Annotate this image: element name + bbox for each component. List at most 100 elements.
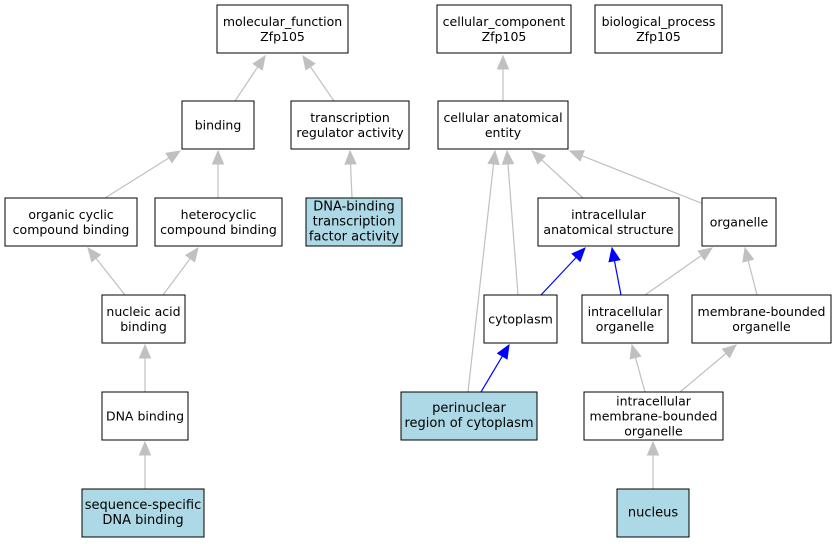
edge-imbo-to-mbo <box>679 344 737 393</box>
edge-arrowhead <box>742 246 755 263</box>
term-label-line: binding <box>120 319 167 334</box>
term-label-line: DNA binding <box>102 513 183 528</box>
edge-line <box>234 66 259 102</box>
term-label-line: membrane-bounded <box>698 304 826 319</box>
term-label-line: DNA-binding <box>313 200 395 215</box>
edge-line <box>467 163 495 393</box>
edge-prc-to-cae <box>467 149 500 393</box>
term-label-line: intracellular <box>588 304 664 319</box>
edge-arrowhead <box>165 150 182 164</box>
term-box <box>400 391 538 441</box>
edge-arrowhead <box>496 343 510 360</box>
term-box <box>437 100 569 150</box>
edge-org-to-cae <box>568 150 707 206</box>
edge-dbtfa-to-tra <box>344 149 357 199</box>
term-label-line: compound binding <box>160 222 277 237</box>
edges-layer <box>87 54 758 489</box>
edge-nab-to-hcb <box>162 246 199 296</box>
term-label-line: organelle <box>624 424 683 439</box>
term-box <box>216 4 349 54</box>
term-box <box>81 488 205 538</box>
term-label-line: regulator activity <box>296 125 404 140</box>
edge-arrowhead <box>501 149 515 165</box>
edge-arrowhead <box>138 343 152 359</box>
term-label-line: organelle <box>596 319 655 334</box>
term-label-line: heterocyclic <box>181 207 257 222</box>
term-label-line: binding <box>195 118 242 133</box>
edge-line <box>480 355 503 393</box>
edge-ocb-to-binding <box>104 150 182 199</box>
edge-line <box>95 257 126 296</box>
edge-line <box>581 155 707 206</box>
term-label-line: transcription <box>310 110 390 125</box>
edge-line <box>540 257 577 296</box>
term-label-line: molecular_function <box>223 14 342 29</box>
edge-arrowhead <box>697 247 714 261</box>
edge-arrowhead <box>608 246 621 263</box>
term-label-line: anatomical structure <box>543 222 673 237</box>
edge-arrowhead <box>252 54 266 71</box>
term-node-cyto[interactable]: cytoplasm <box>483 294 558 344</box>
edge-tra-to-mf <box>302 54 335 102</box>
term-label-line: cellular anatomical <box>443 110 562 125</box>
term-node-nuc[interactable]: nucleus <box>616 488 690 538</box>
edge-line <box>162 258 191 296</box>
edge-cae-to-cc <box>496 54 510 101</box>
term-label-line: cytoplasm <box>488 312 553 327</box>
edge-arrowhead <box>571 247 586 263</box>
term-label-line: region of cytoplasm <box>404 416 533 431</box>
term-label-line: organelle <box>732 319 791 334</box>
term-label-line: perinuclear <box>432 401 506 416</box>
edge-line <box>507 163 519 296</box>
term-box <box>4 197 138 247</box>
term-label-line: intracellular <box>571 207 647 222</box>
term-box <box>101 294 186 344</box>
edge-arrowhead <box>531 150 547 165</box>
term-label-line: organelle <box>710 215 769 230</box>
edge-arrowhead <box>302 54 316 71</box>
term-label-line: nucleus <box>628 506 678 521</box>
term-label-line: Zfp105 <box>260 29 305 44</box>
term-node-binding[interactable]: binding <box>181 100 255 150</box>
term-box <box>537 197 680 247</box>
term-label-line: intracellular <box>616 394 692 409</box>
term-label-line: membrane-bounded <box>590 409 718 424</box>
term-box <box>154 197 283 247</box>
edge-binding-to-mf <box>234 54 266 102</box>
edge-arrowhead <box>721 344 737 359</box>
term-node-org[interactable]: organelle <box>701 197 777 247</box>
term-label-line: biological_process <box>602 14 716 29</box>
edge-line <box>634 357 646 393</box>
term-box <box>290 100 410 150</box>
term-box <box>691 294 832 344</box>
edge-mbo-to-org <box>742 246 758 296</box>
edge-io-to-ias <box>608 246 622 296</box>
edge-cyto-to-ias <box>540 247 586 296</box>
edge-line <box>349 163 353 199</box>
edge-arrowhead <box>629 343 642 360</box>
edge-hcb-to-binding <box>211 149 225 198</box>
term-node-dnab[interactable]: DNA binding <box>101 391 189 441</box>
term-box <box>616 488 690 538</box>
term-label-line: organic cyclic <box>28 207 113 222</box>
term-box <box>305 197 403 247</box>
edge-arrowhead <box>184 246 199 263</box>
term-box <box>483 294 558 344</box>
edge-prc-to-cyto <box>480 343 510 393</box>
